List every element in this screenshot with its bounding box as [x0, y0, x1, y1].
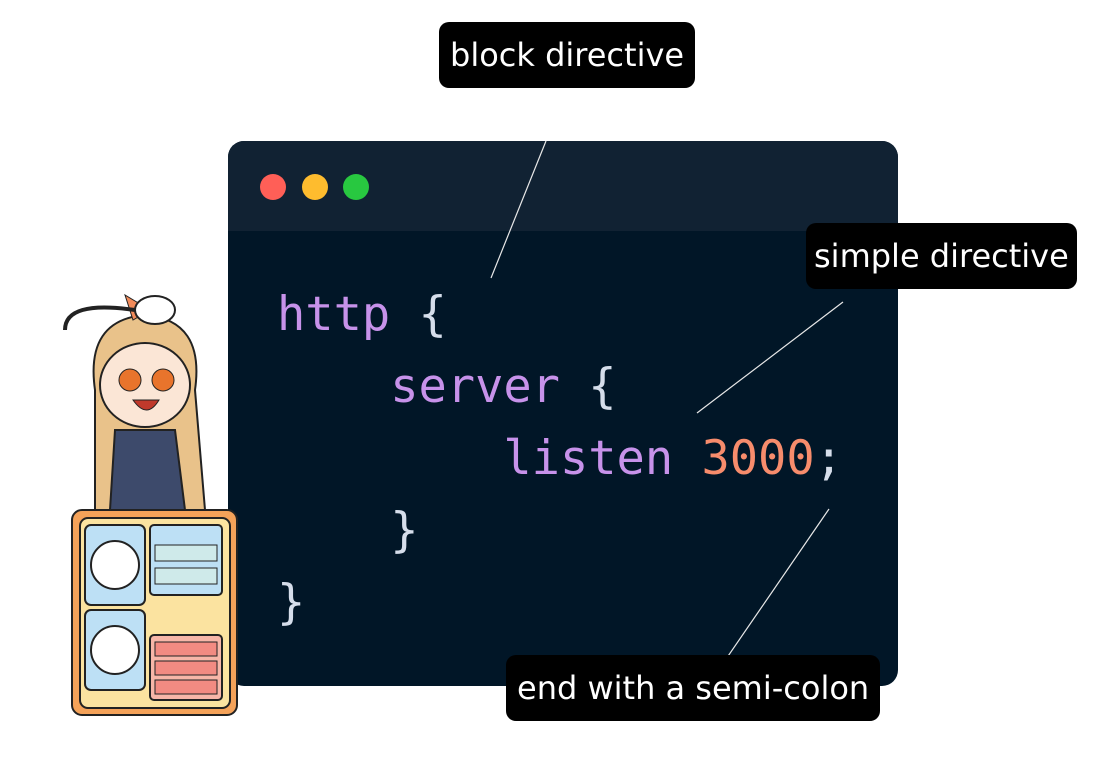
simple-pointer-line: [696, 301, 844, 414]
close-dot-icon: [260, 174, 286, 200]
code-line-listen: listen 3000;: [503, 431, 843, 486]
maximize-dot-icon: [343, 174, 369, 200]
mascot-illustration: [63, 293, 238, 716]
window-titlebar: [228, 141, 898, 231]
block-directive-label: block directive: [439, 22, 696, 88]
block-pointer-line: [490, 140, 547, 279]
simple-directive-label: simple directive: [806, 223, 1077, 289]
minimize-dot-icon: [302, 174, 328, 200]
code-line-http: http {: [277, 287, 447, 342]
code-line-close-http: }: [277, 575, 306, 630]
semicolon-label: end with a semi-colon: [506, 655, 881, 721]
semicolon-pointer-line: [723, 508, 830, 663]
code-line-close-server: }: [390, 503, 419, 558]
code-window: http { server { listen 3000; }}: [228, 141, 898, 686]
code-line-server: server {: [390, 359, 617, 414]
code-block: http { server { listen 3000; }}: [277, 279, 843, 639]
